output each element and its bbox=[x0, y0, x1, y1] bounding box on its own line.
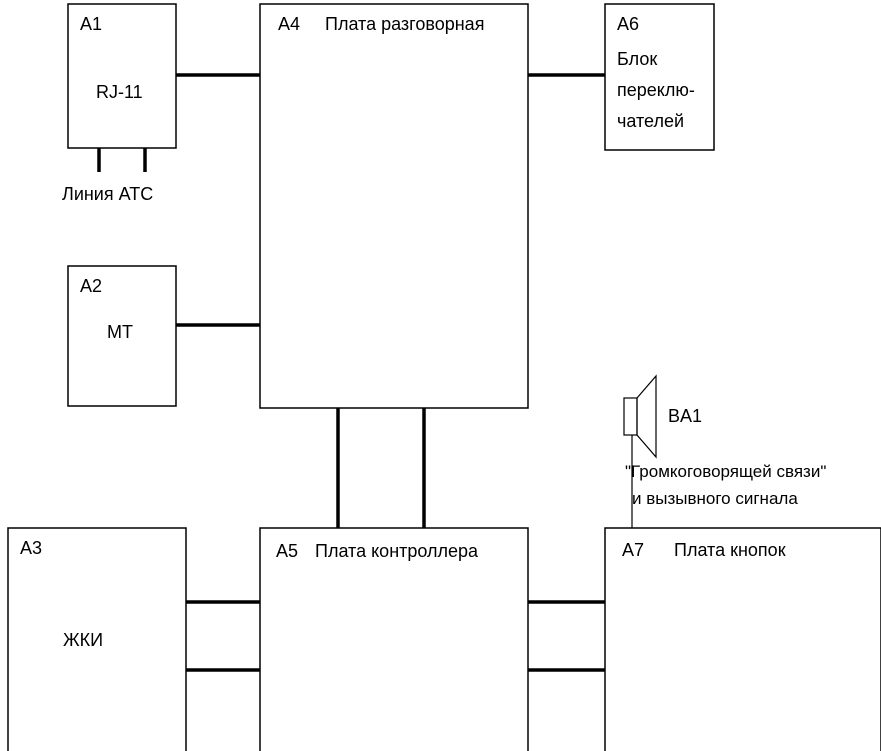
block-a1-id: A1 bbox=[80, 14, 102, 34]
block-a7-id: A7 bbox=[622, 540, 644, 560]
block-a6-id: A6 bbox=[617, 14, 639, 34]
block-a3-id: A3 bbox=[20, 538, 42, 558]
block-a6: A6 Блок переклю- чателей bbox=[604, 3, 715, 151]
block-a5-id: A5 bbox=[276, 541, 298, 561]
speaker-id: BA1 bbox=[668, 406, 702, 426]
block-a1-label: RJ-11 bbox=[96, 82, 143, 102]
a1-line-label: Линия АТС bbox=[62, 184, 153, 204]
block-a6-label-line-1: Блок bbox=[617, 49, 657, 69]
block-a6-label-line-2: переклю- bbox=[617, 80, 695, 100]
speaker-caption-line-2: и вызывного сигнала bbox=[632, 489, 798, 508]
speaker-icon-cone bbox=[636, 374, 657, 459]
block-a6-label-line-3: чателей bbox=[617, 111, 684, 131]
block-a7-label: Плата кнопок bbox=[674, 540, 786, 560]
block-a7: A7 Плата кнопок bbox=[604, 527, 881, 751]
block-a2: A2 МТ bbox=[67, 265, 177, 407]
speaker-ba1: BA1 "Громкоговорящей связи" и вызывного … bbox=[623, 374, 826, 528]
speaker-icon-body bbox=[623, 397, 638, 436]
block-a2-label: МТ bbox=[107, 322, 133, 342]
block-a4-label: Плата разговорная bbox=[325, 14, 484, 34]
block-a3-label: ЖКИ bbox=[63, 630, 103, 650]
block-a4: A4 Плата разговорная bbox=[259, 3, 529, 409]
block-a2-id: A2 bbox=[80, 276, 102, 296]
block-a1: A1 RJ-11 bbox=[67, 3, 177, 149]
block-a5-label: Плата контроллера bbox=[315, 541, 479, 561]
speaker-caption-line-1: "Громкоговорящей связи" bbox=[625, 462, 826, 481]
block-a3: A3 ЖКИ bbox=[7, 527, 187, 751]
block-a4-id: A4 bbox=[278, 14, 300, 34]
block-a5: A5 Плата контроллера bbox=[259, 527, 529, 751]
